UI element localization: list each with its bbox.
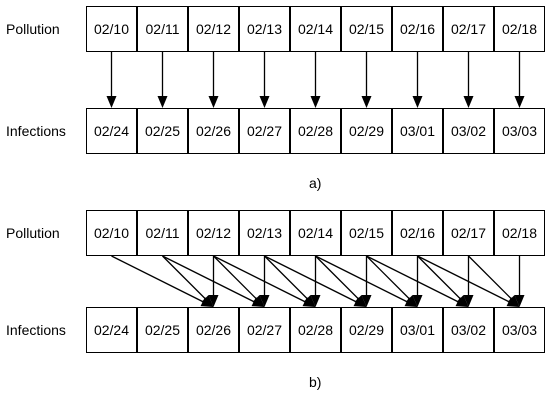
pollution-row-label: Pollution [6, 21, 60, 37]
lag-arrow-line [468, 255, 512, 299]
pollution-date-cell: 02/13 [239, 210, 290, 256]
infections-date-cell: 02/29 [341, 108, 392, 154]
infections-date-cell: 02/26 [188, 108, 239, 154]
pollution-date-cell: 02/18 [494, 210, 545, 256]
lag-arrow-line [315, 255, 359, 299]
infections-date-cell: 02/28 [290, 108, 341, 154]
lag-arrow-head [310, 96, 321, 108]
lag-arrow-head [259, 96, 270, 108]
infections-date-cell: 02/28 [290, 307, 341, 353]
pollution-date-cell: 02/12 [188, 6, 239, 52]
infections-date-cell: 03/01 [392, 108, 443, 154]
lag-arrow-head [252, 294, 265, 307]
pollution-date-cell: 02/11 [137, 6, 188, 52]
pollution-date-cell: 02/14 [290, 210, 341, 256]
lag-arrow-line [366, 255, 410, 299]
pollution-date-cell: 02/15 [341, 6, 392, 52]
pollution-date-cell: 02/18 [494, 6, 545, 52]
lag-arrow-line [417, 255, 461, 299]
infections-date-cell: 02/25 [137, 307, 188, 353]
lag-arrow-head [310, 295, 321, 307]
lag-arrow-head [303, 294, 316, 307]
infections-date-cell: 02/26 [188, 307, 239, 353]
lag-arrow-head [208, 96, 219, 108]
lag-arrow-line [264, 255, 357, 303]
lag-arrow-head [463, 96, 474, 108]
panel-caption: b) [309, 374, 322, 390]
pollution-date-cell: 02/13 [239, 6, 290, 52]
lag-arrow-head [514, 295, 525, 307]
lag-arrow-line [213, 255, 306, 303]
lag-arrow-head [208, 295, 219, 307]
lag-arrow-head [201, 294, 214, 307]
pollution-date-cell: 02/16 [392, 6, 443, 52]
infections-date-cell: 03/01 [392, 307, 443, 353]
pollution-date-cell: 02/16 [392, 210, 443, 256]
lag-arrow-head [361, 295, 372, 307]
pollution-date-cell: 02/14 [290, 6, 341, 52]
lag-arrow-head [412, 295, 423, 307]
pollution-date-cell: 02/12 [188, 210, 239, 256]
lag-arrow-head [106, 96, 117, 108]
infections-date-cell: 02/24 [86, 307, 137, 353]
infections-date-cell: 02/25 [137, 108, 188, 154]
lag-arrow-line [315, 255, 408, 303]
lag-arrow-head [361, 96, 372, 108]
lag-arrow-head [412, 96, 423, 108]
pollution-date-cell: 02/10 [86, 210, 137, 256]
infections-date-cell: 03/02 [443, 108, 494, 154]
infections-date-cell: 02/27 [239, 307, 290, 353]
lag-arrow-line [213, 255, 257, 299]
pollution-date-cell: 02/17 [443, 210, 494, 256]
lag-arrow-head [405, 294, 418, 307]
panel-caption: a) [309, 175, 322, 191]
pollution-date-cell: 02/10 [86, 6, 137, 52]
pollution-date-cell: 02/17 [443, 6, 494, 52]
infections-row-label: Infections [6, 123, 66, 139]
lag-arrow-line [162, 255, 206, 299]
infections-date-cell: 02/29 [341, 307, 392, 353]
infections-date-cell: 02/24 [86, 108, 137, 154]
pollution-date-cell: 02/15 [341, 210, 392, 256]
infections-row-label: Infections [6, 322, 66, 338]
infections-date-cell: 03/03 [494, 307, 545, 353]
lag-arrow-line [366, 255, 459, 303]
lag-arrow-head [259, 295, 270, 307]
infections-date-cell: 03/03 [494, 108, 545, 154]
lag-arrow-line [162, 255, 255, 303]
lag-arrow-head [456, 294, 469, 307]
lag-arrow-head [514, 96, 525, 108]
pollution-date-cell: 02/11 [137, 210, 188, 256]
lag-arrow-line [264, 255, 308, 299]
infections-date-cell: 03/02 [443, 307, 494, 353]
lag-arrow-line [111, 255, 204, 303]
infections-date-cell: 02/27 [239, 108, 290, 154]
lag-arrow-head [507, 294, 520, 307]
lag-arrow-head [354, 294, 367, 307]
lag-arrow-head [157, 96, 168, 108]
pollution-row-label: Pollution [6, 225, 60, 241]
lag-arrow-line [417, 255, 510, 303]
lag-arrow-head [463, 295, 474, 307]
